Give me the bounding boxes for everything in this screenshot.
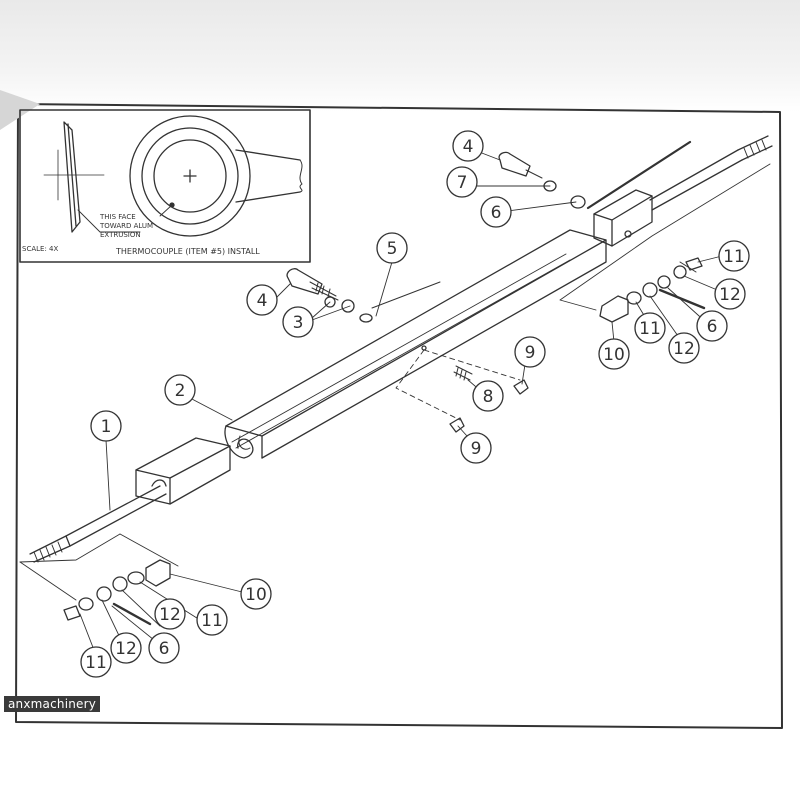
- callout-circle: [480, 196, 512, 228]
- callout-c11c: 11: [196, 604, 228, 636]
- inset-face-note-3: EXTRUSION: [100, 231, 141, 239]
- callout-number: 2: [175, 381, 186, 401]
- inset-face-note-2: TOWARD ALUM: [99, 222, 153, 230]
- inset-side-view: [43, 121, 141, 233]
- callout-c11d: 11: [80, 646, 112, 678]
- callout-circle: [460, 432, 492, 464]
- hardware-group-top: [498, 151, 586, 209]
- callout-circle: [240, 578, 272, 610]
- callout-circle: [598, 338, 630, 370]
- callout-c1: 1: [90, 410, 122, 442]
- callout-number: 4: [463, 137, 474, 157]
- right-end-cap: [593, 189, 653, 247]
- item-1-rod: [19, 485, 179, 601]
- callout-c12c: 12: [154, 598, 186, 630]
- callout-circle: [80, 646, 112, 678]
- callout-circle: [154, 598, 186, 630]
- callout-c9b: 9: [460, 432, 492, 464]
- inset-title: THERMOCOUPLE (ITEM #5) INSTALL: [115, 247, 260, 256]
- callout-c11b: 11: [634, 312, 666, 344]
- item-2-extrusion: [224, 229, 607, 459]
- callout-number: 11: [201, 611, 223, 631]
- callout-c4b: 4: [452, 130, 484, 162]
- callout-circle: [696, 310, 728, 342]
- callout-c5: 5: [376, 232, 408, 264]
- callout-number: 10: [603, 345, 625, 365]
- callout-number: 11: [723, 247, 745, 267]
- callout-circle: [376, 232, 408, 264]
- callout-c2: 2: [164, 374, 196, 406]
- callout-circle: [90, 410, 122, 442]
- inset-text: THIS FACE TOWARD ALUM EXTRUSION SCALE: 4…: [22, 213, 260, 256]
- callout-number: 6: [491, 203, 502, 223]
- callout-c10b: 10: [240, 578, 272, 610]
- inset-face-note-1: THIS FACE: [99, 213, 136, 221]
- callout-circle: [282, 306, 314, 338]
- callout-circle: [446, 166, 478, 198]
- callout-number: 4: [257, 291, 268, 311]
- callout-circle: [668, 332, 700, 364]
- hardware-group-left: [286, 268, 373, 323]
- callout-circle: [452, 130, 484, 162]
- callout-number: 11: [639, 319, 661, 339]
- callout-number: 8: [483, 387, 494, 407]
- callout-number: 6: [707, 317, 718, 337]
- callout-number: 12: [673, 339, 695, 359]
- callout-number: 12: [115, 639, 137, 659]
- inset-scale-label: SCALE: 4X: [22, 245, 58, 253]
- left-end-cap: [135, 437, 231, 505]
- hardware-group-lower-left: [63, 559, 171, 626]
- callout-c6a: 6: [480, 196, 512, 228]
- leader-lines: [79, 149, 723, 651]
- callout-circle: [148, 632, 180, 664]
- hardware-group-right: [599, 257, 706, 323]
- callout-circle: [634, 312, 666, 344]
- callout-number: 5: [387, 239, 398, 259]
- callout-number: 6: [159, 639, 170, 659]
- item-5-thermocouple-wire: [371, 281, 441, 309]
- inset-front-view: [129, 115, 303, 237]
- callout-circle: [110, 632, 142, 664]
- callout-c3: 3: [282, 306, 314, 338]
- callout-number: 7: [457, 173, 468, 193]
- inset-frame: [19, 109, 311, 263]
- callout-circle: [514, 336, 546, 368]
- callout-c11a: 11: [718, 240, 750, 272]
- assembly-dash-lines: [395, 349, 521, 421]
- callout-number: 3: [293, 313, 304, 333]
- callout-c12a: 12: [714, 278, 746, 310]
- callout-c4a: 4: [246, 284, 278, 316]
- callout-c6b: 6: [696, 310, 728, 342]
- callout-c12d: 12: [110, 632, 142, 664]
- callout-number: 9: [471, 439, 482, 459]
- hardware-center: [449, 365, 529, 433]
- callout-circle: [472, 380, 504, 412]
- callout-number: 11: [85, 653, 107, 673]
- callout-circle: [718, 240, 750, 272]
- callout-number: 10: [245, 585, 267, 605]
- callout-number: 12: [719, 285, 741, 305]
- callout-c10a: 10: [598, 338, 630, 370]
- watermark: anxmachinery: [4, 696, 101, 712]
- callout-circle: [196, 604, 228, 636]
- callout-c12b: 12: [668, 332, 700, 364]
- right-rod: [559, 135, 773, 311]
- callout-c9a: 9: [514, 336, 546, 368]
- callout-circle: [164, 374, 196, 406]
- drawing-border: [15, 103, 783, 729]
- callout-c7: 7: [446, 166, 478, 198]
- callout-circle: [714, 278, 746, 310]
- callout-number: 9: [525, 343, 536, 363]
- callout-c6c: 6: [148, 632, 180, 664]
- callout-c8: 8: [472, 380, 504, 412]
- callout-circle: [246, 284, 278, 316]
- callout-number: 1: [101, 417, 112, 437]
- callout-number: 12: [159, 605, 181, 625]
